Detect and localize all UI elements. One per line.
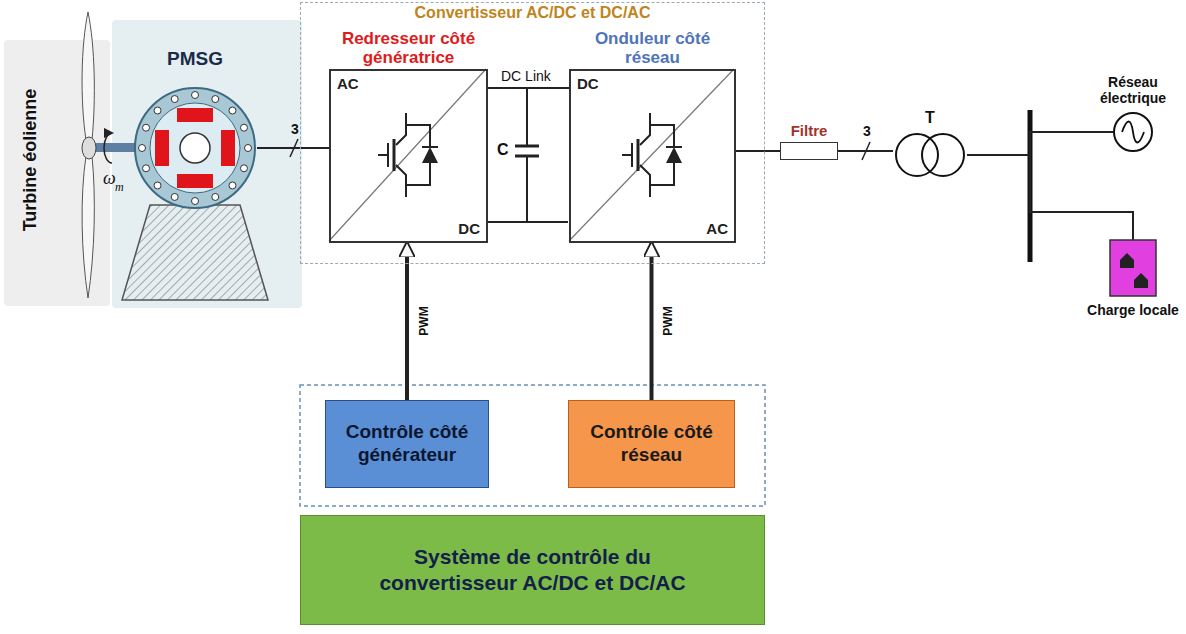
port-label: DC <box>577 75 599 92</box>
winding <box>896 134 938 176</box>
node-label: Filtre <box>791 122 828 139</box>
inverter-box: Onduleur côté réseauDCAC <box>569 69 736 243</box>
vertical-label: Turbine éolienne <box>20 89 41 232</box>
part-label: DC Link <box>501 68 551 84</box>
capacitor-plates <box>515 146 539 156</box>
wire <box>257 147 329 149</box>
generator-body <box>135 88 255 208</box>
magnet <box>155 130 169 166</box>
box-heading: Onduleur côté réseau <box>567 29 739 67</box>
wire <box>838 150 893 152</box>
node-label: T <box>925 109 935 127</box>
magnet <box>177 174 213 188</box>
magnet <box>177 108 213 122</box>
igbt-symbol <box>622 113 682 197</box>
box-label: Contrôle côté réseau <box>575 421 728 467</box>
house-icon <box>1134 273 1148 288</box>
rectifier-box: Redresseur côté génératriceACDC <box>329 69 488 243</box>
bolt <box>192 92 199 99</box>
filter-box: Filtre <box>780 142 838 160</box>
bolt <box>240 124 247 131</box>
pwm-arrow <box>405 243 409 400</box>
source-circle <box>1114 113 1152 151</box>
port-label: AC <box>337 75 359 92</box>
signal-name: PWM <box>661 304 675 337</box>
generator-panel <box>112 20 302 308</box>
bolt <box>143 165 150 172</box>
hub <box>82 137 96 159</box>
generator-base <box>122 205 268 300</box>
bolt <box>229 182 236 189</box>
port-label: DC <box>458 220 480 237</box>
wire-count: 3 <box>861 123 873 139</box>
symbol-subscript: m <box>115 180 124 195</box>
wire <box>967 132 1113 155</box>
control-box: Contrôle côté générateur <box>325 400 489 488</box>
node-label: Réseau électrique <box>1083 74 1183 106</box>
bolt <box>212 96 219 103</box>
rotor <box>180 133 210 163</box>
wire-count: 3 <box>289 121 301 137</box>
local-load: Charge locale <box>1110 240 1156 296</box>
bolt <box>154 182 161 189</box>
control-region <box>300 385 765 506</box>
winding <box>922 134 964 176</box>
bolt <box>143 124 150 131</box>
blade <box>82 156 94 298</box>
box-label: Contrôle côté générateur <box>332 421 482 467</box>
generator-symbol-outline <box>133 86 257 210</box>
wire <box>736 150 780 152</box>
bolt <box>139 145 146 152</box>
node-label: PMSG <box>167 48 223 70</box>
house-icon <box>1120 253 1134 268</box>
box-heading: Redresseur côté génératrice <box>323 29 495 67</box>
transformer-symbol: T <box>893 131 967 179</box>
part-label: C <box>497 141 509 159</box>
bolt <box>240 165 247 172</box>
node-label: Charge locale <box>1087 302 1179 318</box>
bolt <box>245 145 252 152</box>
generator-symbol: PMSG <box>133 86 257 210</box>
igbt-symbol <box>378 113 438 197</box>
bolt <box>192 198 199 205</box>
symbol-label: ω <box>103 168 116 189</box>
box-label: Système de contrôle du convertisseur AC/… <box>358 544 708 597</box>
grid-source-outline <box>1113 112 1153 152</box>
load-box <box>1110 240 1156 296</box>
blade <box>82 12 94 140</box>
wire <box>488 87 569 89</box>
sine-wave <box>1122 122 1144 143</box>
bolt <box>154 107 161 114</box>
rotation-arrow <box>104 133 112 163</box>
region-title: Convertisseur AC/DC et DC/AC <box>415 4 651 22</box>
transformer-symbol-outline <box>893 131 967 179</box>
bolt <box>212 193 219 200</box>
magnet <box>221 130 235 166</box>
air-gap <box>150 103 240 193</box>
converter-diagonal <box>329 69 486 241</box>
bolt <box>229 107 236 114</box>
control-box: Contrôle côté réseau <box>568 400 735 488</box>
converter-region: Convertisseur AC/DC et DC/AC Redresseur c… <box>300 2 765 264</box>
pwm-arrow <box>650 243 654 400</box>
grid-source: Réseau électrique <box>1113 112 1153 152</box>
converter-diagonal <box>569 69 734 241</box>
bolt <box>171 193 178 200</box>
signal-name: PWM <box>417 304 431 337</box>
local-load-outline <box>1110 240 1156 296</box>
stator-ring <box>135 88 255 208</box>
port-label: AC <box>706 220 728 237</box>
wire <box>967 155 1133 240</box>
control-system-box: Système de contrôle du convertisseur AC/… <box>300 515 765 625</box>
bolt <box>171 96 178 103</box>
